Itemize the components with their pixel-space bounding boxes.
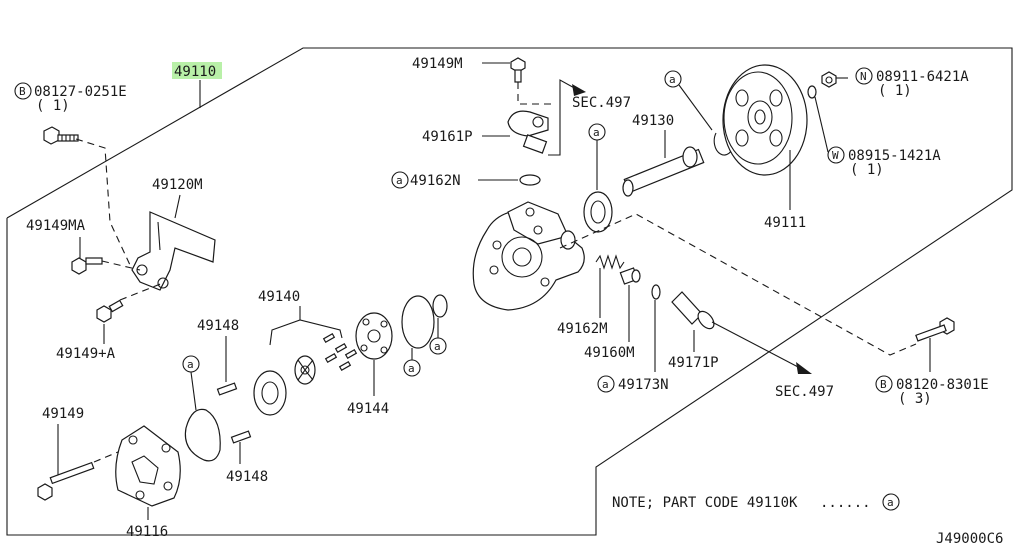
pulley-drawing: [722, 64, 808, 176]
valve-drawing: [619, 267, 641, 285]
assembly-outline: [6, 47, 1013, 536]
svg-text:a: a: [593, 126, 600, 139]
svg-text:a: a: [408, 362, 415, 375]
svg-text:W: W: [832, 149, 839, 162]
bolt-b2-qty: ( 3): [898, 391, 932, 407]
pin-bottom-label[interactable]: 49148: [226, 469, 268, 485]
arrow-sec-top: [572, 84, 586, 96]
shaft-circlip-callout: a: [664, 70, 713, 131]
oring-small-drawing: [432, 294, 448, 318]
oring-n-callout[interactable]: a 49162N: [391, 171, 461, 189]
seal-n-drawing: [651, 284, 661, 300]
bracket-label[interactable]: 49120M: [152, 177, 203, 193]
bolt-b1-callout[interactable]: B 08127-0251E ( 1): [14, 82, 127, 114]
nut-n-code: 08911-6421A: [876, 69, 969, 85]
shaft-label[interactable]: 49130: [632, 113, 674, 129]
rotor-drawing: [294, 355, 316, 385]
note-text: NOTE; PART CODE 49110K: [612, 495, 798, 511]
svg-text:B: B: [19, 85, 26, 98]
vanes-drawing: [322, 332, 358, 372]
pin-top-label[interactable]: 49148: [197, 318, 239, 334]
w-symbol: [827, 146, 845, 164]
spring-label[interactable]: 49162M: [557, 321, 608, 337]
plate-label[interactable]: 49144: [347, 401, 389, 417]
gasket-callout: a: [182, 355, 200, 411]
pulley-label[interactable]: 49111: [764, 215, 806, 231]
pin-bottom-drawing: [230, 430, 252, 444]
nut-n-callout[interactable]: N 08911-6421A ( 1): [855, 67, 969, 99]
cam-ring-drawing: [253, 370, 287, 416]
bolt-ma-label[interactable]: 49149MA: [26, 218, 86, 234]
bolt-ma-drawing: [71, 257, 103, 275]
svg-text:N: N: [860, 70, 867, 83]
pressure-plate-drawing: [355, 312, 393, 360]
connector-drawing: [671, 291, 715, 330]
washer-w-qty: ( 1): [850, 162, 884, 178]
bolt-b1-code: 08127-0251E: [34, 84, 127, 100]
b-symbol: [14, 82, 32, 100]
bolt-long-drawing: [37, 461, 95, 501]
nut-n-qty: ( 1): [878, 83, 912, 99]
shaft-seal-drawing: [583, 191, 613, 233]
seal-n-callout[interactable]: a 49173N: [597, 375, 669, 393]
connector-label[interactable]: 49171P: [668, 355, 719, 371]
arrow-sec-bottom: [796, 362, 812, 374]
svg-text:a: a: [396, 174, 403, 187]
svg-text:a: a: [669, 73, 676, 86]
svg-text:B: B: [880, 378, 887, 391]
rear-cover-drawing: [115, 425, 181, 507]
seal-n-label: 49173N: [618, 377, 669, 393]
pin-top-drawing: [216, 382, 238, 396]
bolt-m-drawing: [510, 57, 526, 83]
gasket-drawing: [184, 408, 221, 462]
note: NOTE; PART CODE 49110K ...... a: [612, 493, 900, 511]
washer-w-callout[interactable]: W 08915-1421A ( 1): [827, 146, 941, 178]
oring-n-drawing: [519, 174, 541, 186]
bracket-drawing: [131, 211, 216, 291]
bolt-b2-callout[interactable]: B 08120-8301E ( 3): [875, 375, 989, 407]
hose-label[interactable]: 49161P: [422, 129, 473, 145]
svg-text:a: a: [887, 496, 894, 509]
rotor-kit-label[interactable]: 49140: [258, 289, 300, 305]
n-symbol: [855, 67, 873, 85]
bolt-a-label[interactable]: 49149+A: [56, 346, 116, 362]
cover-label[interactable]: 49116: [126, 524, 168, 540]
a-symbol: [391, 171, 409, 189]
a-symbol: [882, 493, 900, 511]
pump-body-drawing: [472, 201, 585, 311]
sec-top-label[interactable]: SEC.497: [572, 95, 631, 111]
nut-n-drawing: [821, 71, 837, 88]
shaft-drawing: [622, 146, 705, 197]
svg-text:a: a: [602, 378, 609, 391]
washer-drawing: [807, 85, 817, 99]
sec-bottom-label[interactable]: SEC.497: [775, 384, 834, 400]
washer-w-code: 08915-1421A: [848, 148, 941, 164]
svg-text:a: a: [434, 340, 441, 353]
shaft-seal-callout: a: [588, 123, 606, 190]
bolt-a-drawing: [96, 299, 124, 323]
oring-large-drawing: [401, 295, 435, 349]
valve-label[interactable]: 49160M: [584, 345, 635, 361]
note-dots: ......: [820, 495, 871, 511]
hose-drawing: [507, 110, 549, 154]
bolt-b2-drawing: [915, 317, 955, 342]
oring-n-label: 49162N: [410, 173, 461, 189]
diagram-id: J49000C6: [936, 531, 1003, 546]
bolt-b2-code: 08120-8301E: [896, 377, 989, 393]
bolt-m-label[interactable]: 49149M: [412, 56, 463, 72]
bolt-b1-drawing: [43, 126, 79, 145]
bolt-long-label[interactable]: 49149: [42, 406, 84, 422]
spring-drawing: [595, 254, 625, 270]
bolt-b1-qty: ( 1): [36, 98, 70, 114]
b-symbol: [875, 375, 893, 393]
svg-text:a: a: [187, 358, 194, 371]
main-part-number[interactable]: 49110: [174, 64, 216, 80]
part-number-highlight: [172, 62, 222, 79]
